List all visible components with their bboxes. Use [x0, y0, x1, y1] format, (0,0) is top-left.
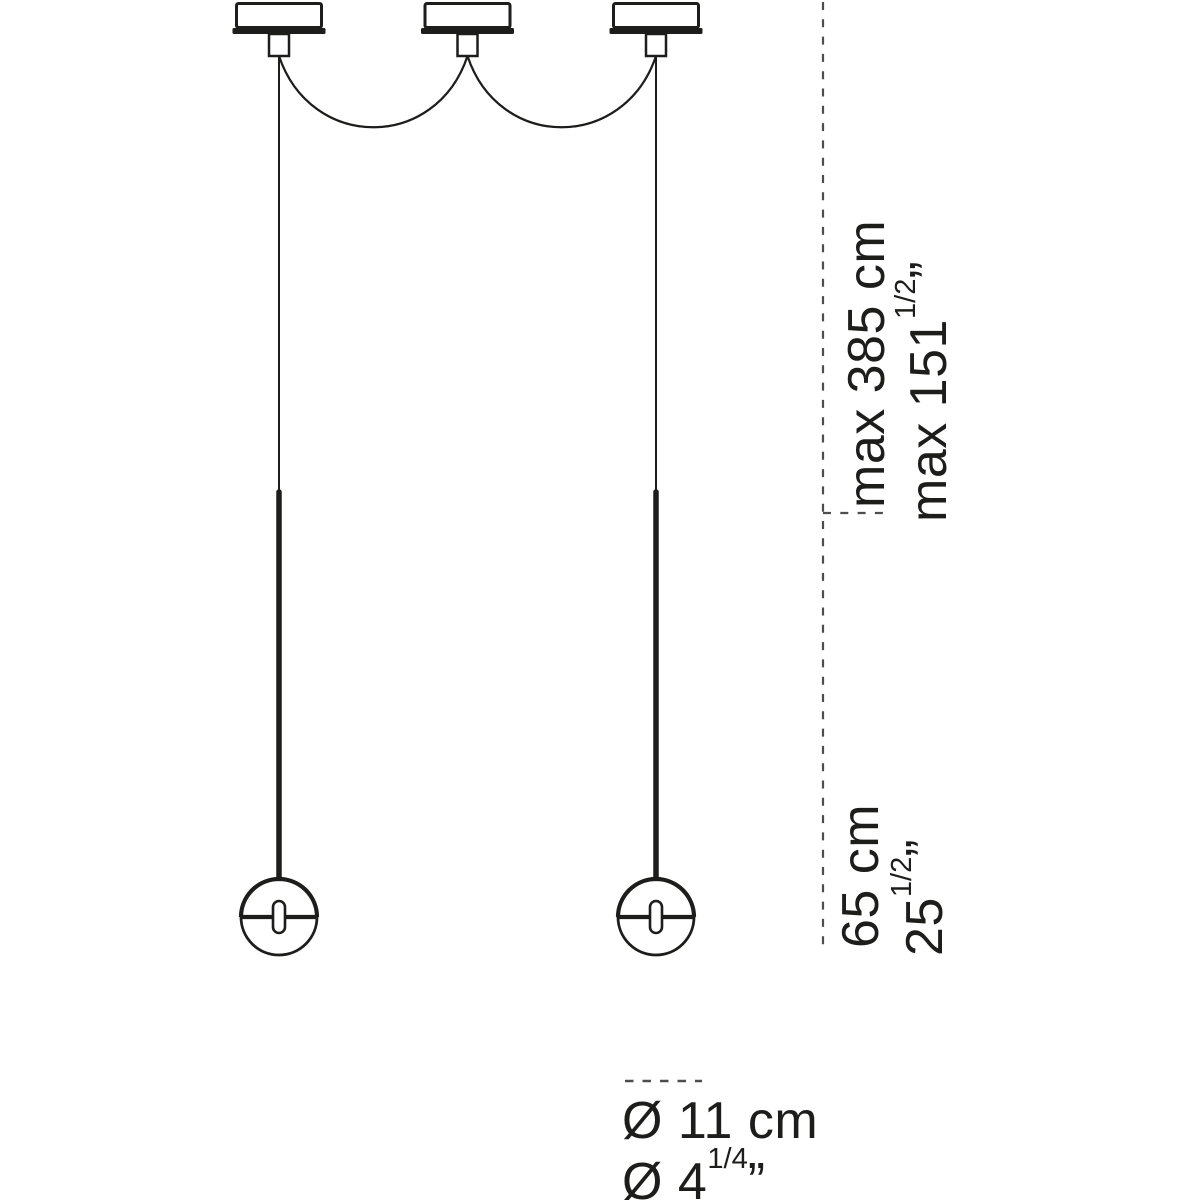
label-height-metric: 65 cm [832, 803, 890, 948]
label-max-drop-metric: max 385 cm [838, 219, 896, 508]
sphere-top-shell [615, 876, 697, 918]
swag-cord-left [277, 55, 469, 129]
label-text: Ø 4 [622, 1153, 708, 1200]
inch-mark: ” [900, 260, 958, 279]
label-height-imperial: 251/2” [886, 838, 954, 956]
label-diameter-metric: Ø 11 cm [622, 1092, 819, 1150]
fraction-superscript: 1/4 [707, 1143, 748, 1176]
sphere-latch [271, 899, 287, 935]
fraction-superscript: 1/2 [886, 856, 919, 898]
pendant-left [238, 56, 320, 957]
sphere-latch [648, 899, 664, 935]
inch-mark: ” [896, 838, 954, 857]
label-text: 25 [896, 897, 954, 956]
ceiling-canopy-left [232, 2, 326, 58]
swag-cord-right [466, 55, 658, 129]
sphere-top-shell [238, 876, 320, 918]
inch-mark: ” [747, 1153, 766, 1200]
ceiling-canopy-right [609, 2, 703, 58]
fraction-superscript: 1/2 [890, 278, 923, 320]
ceiling-canopy-middle [421, 2, 514, 58]
pendant-right [615, 56, 697, 957]
label-text: max 151 [900, 319, 958, 522]
label-diameter-imperial: Ø 41/4” [622, 1144, 766, 1200]
label-max-drop-imperial: max 1511/2” [890, 260, 958, 522]
